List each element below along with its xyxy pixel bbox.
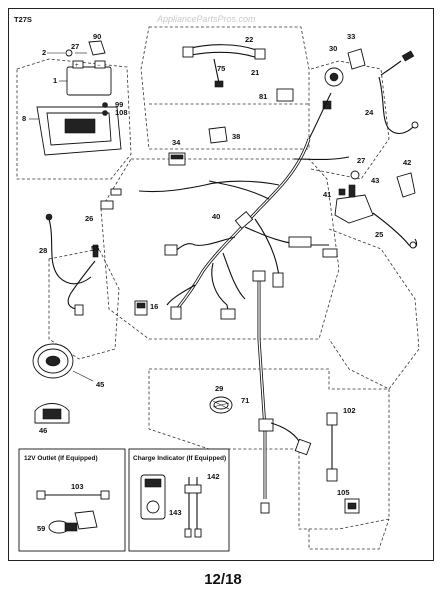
watermark: AppliancePartsPros.com <box>156 14 256 24</box>
callout-21: 21 <box>251 68 259 77</box>
callout-143: 143 <box>169 508 182 517</box>
callout-33: 33 <box>347 32 355 41</box>
switch-102-105 <box>326 412 360 514</box>
callout-30: 30 <box>329 44 337 53</box>
callout-75: 75 <box>217 64 225 73</box>
callout-102: 102 <box>343 406 356 415</box>
callout-43: 43 <box>371 176 379 185</box>
battery-assembly: + − <box>36 40 122 156</box>
callout-34: 34 <box>172 138 181 147</box>
harness-71 <box>252 270 312 514</box>
callout-41: 41 <box>323 190 331 199</box>
callout-81: 81 <box>259 92 267 101</box>
connectors-34-38 <box>168 126 228 166</box>
page-number: 12/18 <box>204 571 242 588</box>
model-code: T27S <box>14 15 32 24</box>
callout-71: 71 <box>241 396 249 405</box>
callout-105: 105 <box>337 488 350 497</box>
callout-24: 24 <box>365 108 374 117</box>
callout-90: 90 <box>93 32 101 41</box>
charge-inset-title: Charge Indicator (If Equipped) <box>133 455 226 462</box>
callout-59: 59 <box>37 524 45 533</box>
wiring-diagram: AppliancePartsPros.com T27S + − 90 2 27 … <box>14 14 420 552</box>
cable-24 <box>378 50 419 135</box>
callout-26: 26 <box>85 214 93 223</box>
switch-16 <box>134 300 148 316</box>
callout-142: 142 <box>207 472 220 481</box>
ignition-switch <box>276 48 366 110</box>
inset-12v-outlet <box>18 448 126 552</box>
diagram-frame: AppliancePartsPros.com T27S + − 90 2 27 … <box>8 8 434 561</box>
callout-46: 46 <box>39 426 47 435</box>
inset-charge-indicator <box>128 448 230 552</box>
callout-27-solenoid: 27 <box>357 156 365 165</box>
callout-38: 38 <box>232 132 240 141</box>
callout-55: 55 <box>91 244 99 253</box>
main-wire-harness <box>110 92 350 320</box>
hour-meter <box>32 343 94 382</box>
indicator-lamp <box>34 403 70 424</box>
svg-text:+: + <box>75 63 79 69</box>
sensor-wires-left <box>45 200 114 316</box>
outlet-inset-title: 12V Outlet (If Equipped) <box>24 455 98 462</box>
callout-42: 42 <box>403 158 411 167</box>
callout-103: 103 <box>71 482 84 491</box>
callout-27-battery: 27 <box>71 42 79 51</box>
callout-16: 16 <box>150 302 158 311</box>
callout-2: 2 <box>42 48 46 57</box>
svg-text:−: − <box>97 63 101 69</box>
callout-8: 8 <box>22 114 26 123</box>
callout-25: 25 <box>375 230 383 239</box>
callout-29: 29 <box>215 384 223 393</box>
coil-29 <box>209 396 233 414</box>
callout-99: 99 <box>115 100 123 109</box>
callout-28: 28 <box>39 246 47 255</box>
cable-22-21 <box>182 44 266 88</box>
callout-108: 108 <box>115 108 128 117</box>
callout-45: 45 <box>96 380 104 389</box>
starter-solenoid <box>334 170 418 249</box>
callout-22: 22 <box>245 35 253 44</box>
callout-1: 1 <box>53 76 57 85</box>
callout-40: 40 <box>212 212 220 221</box>
